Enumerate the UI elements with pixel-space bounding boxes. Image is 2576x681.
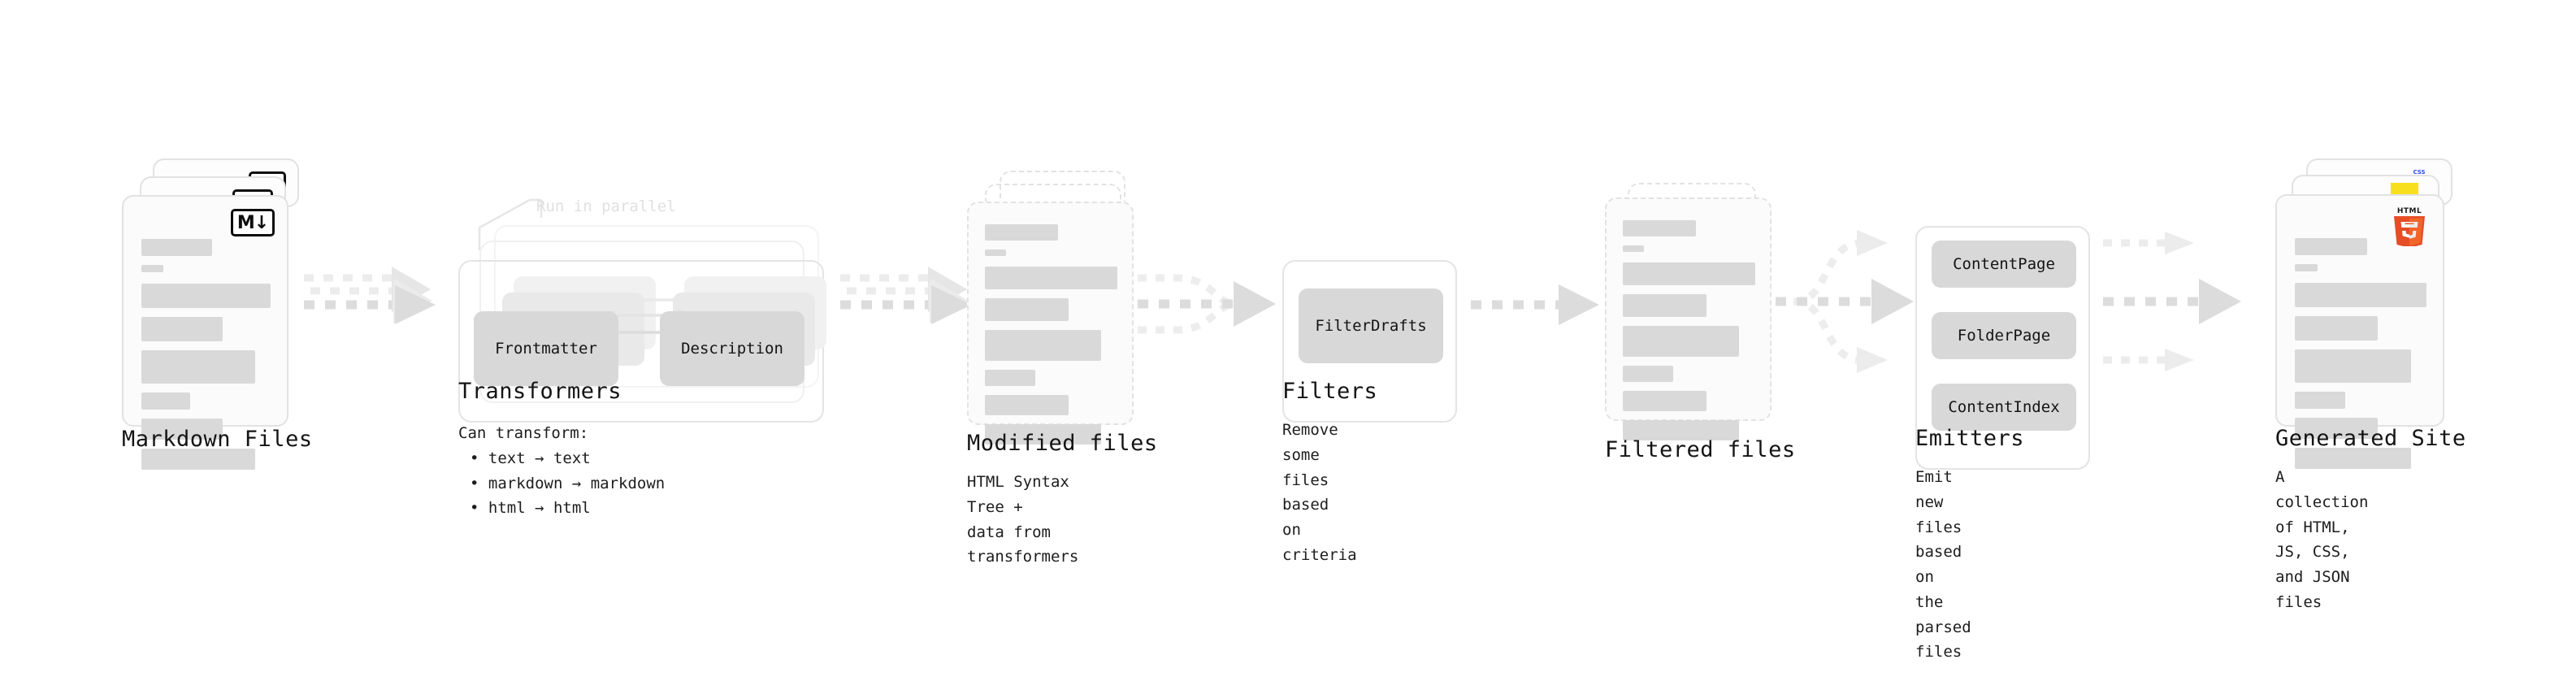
run-in-parallel-bracket xyxy=(478,195,583,252)
filtered-files-card-stack xyxy=(1605,183,1792,443)
skeleton-bar xyxy=(141,393,191,410)
skeleton-bar xyxy=(2295,392,2345,409)
generated-card-front: HTML xyxy=(2275,194,2444,469)
skeleton-bar xyxy=(2295,238,2368,255)
stage-title-markdown-files: Markdown Files xyxy=(122,427,313,452)
emitter-chip-label: ContentPage xyxy=(1953,255,2055,273)
markdown-files-card-stack: M↓ M↓ M↓ xyxy=(122,158,309,470)
skeleton-bar xyxy=(1623,294,1706,317)
skeleton-bar xyxy=(1623,366,1673,382)
skeleton-bar xyxy=(2295,264,2318,271)
modified-files-card-stack xyxy=(967,171,1154,445)
filters-description: Remove some files based on criteria xyxy=(1282,421,1357,564)
skeleton-bar xyxy=(985,298,1069,321)
skeleton-bar xyxy=(1623,220,1696,236)
stage-title-transformers: Transformers xyxy=(458,379,622,404)
emitters-description: Emit new files based on the parsed files xyxy=(1915,468,1971,661)
skeleton-bar xyxy=(1623,420,1740,440)
emitter-chip-contentindex[interactable]: ContentIndex xyxy=(1932,384,2076,431)
skeleton-bar xyxy=(141,284,271,308)
transformers-bullet: • text → text xyxy=(470,449,591,467)
filters-plugin-container: FilterDrafts xyxy=(1282,260,1457,423)
markdown-card-front: M↓ xyxy=(122,195,288,470)
transformer-chip-label: Frontmatter xyxy=(495,340,597,358)
emitter-chip-contentpage[interactable]: ContentPage xyxy=(1932,241,2076,288)
transformers-bullet: • html → html xyxy=(470,499,591,518)
skeleton-bars xyxy=(985,224,1117,453)
skeleton-bar xyxy=(985,267,1117,289)
filter-chip-filterdrafts[interactable]: FilterDrafts xyxy=(1299,288,1443,363)
emitter-chip-folderpage[interactable]: FolderPage xyxy=(1932,312,2076,359)
skeleton-bars xyxy=(2295,238,2426,478)
svg-text:CSS: CSS xyxy=(2413,169,2425,176)
svg-text:HTML: HTML xyxy=(2397,207,2422,215)
skeleton-bar xyxy=(985,370,1035,386)
emitters-plugin-container: ContentPage FolderPage ContentIndex xyxy=(1915,226,2090,470)
stage-title-emitters: Emitters xyxy=(1915,426,2025,451)
connector-transformers-to-modified xyxy=(837,260,983,349)
html5-icon: HTML xyxy=(2389,204,2430,248)
transformer-chip-description[interactable]: Description xyxy=(660,311,804,386)
filtered-card-front xyxy=(1605,197,1772,440)
skeleton-bar xyxy=(985,224,1058,241)
skeleton-bar xyxy=(985,330,1102,361)
skeleton-bar xyxy=(985,395,1069,415)
skeleton-bar xyxy=(1623,391,1706,411)
markdown-icon: M↓ xyxy=(231,209,275,236)
markdown-icon-label: M↓ xyxy=(236,212,269,233)
skeleton-bar xyxy=(1623,326,1740,357)
generated-site-card-stack: CSS HTML xyxy=(2275,158,2470,469)
stage-title-filtered-files: Filtered files xyxy=(1605,437,1796,462)
skeleton-bar xyxy=(141,419,223,440)
transformer-chip-frontmatter[interactable]: Frontmatter xyxy=(474,311,618,386)
modified-card-front xyxy=(967,202,1134,445)
skeleton-bar xyxy=(1623,245,1645,252)
skeleton-bar xyxy=(2295,316,2379,340)
skeleton-bar xyxy=(2295,349,2411,383)
stage-title-filters: Filters xyxy=(1282,379,1378,404)
skeleton-bars xyxy=(1623,220,1755,449)
connector-modified-to-filters-fan-in xyxy=(1138,244,1288,366)
connector-markdown-to-transformers xyxy=(301,260,447,349)
emitter-chip-label: FolderPage xyxy=(1957,327,2051,345)
transformers-bullet: • markdown → markdown xyxy=(470,474,666,492)
skeleton-bar xyxy=(985,249,1007,256)
skeleton-bar xyxy=(141,350,255,384)
skeleton-bar xyxy=(985,424,1102,445)
run-in-parallel-label: Run in parallel xyxy=(536,197,676,215)
skeleton-bar xyxy=(2295,418,2379,439)
skeleton-bar xyxy=(141,239,213,256)
skeleton-bar xyxy=(141,449,255,470)
skeleton-bars xyxy=(141,239,271,479)
filter-chip-label: FilterDrafts xyxy=(1315,317,1427,335)
transformer-chip-label: Description xyxy=(681,340,783,358)
modified-files-description: HTML Syntax Tree + data from transformer… xyxy=(967,473,1079,566)
emitter-chip-label: ContentIndex xyxy=(1948,398,2060,416)
connector-emitters-to-generated-site xyxy=(2103,230,2266,393)
skeleton-bar xyxy=(1623,262,1755,285)
skeleton-bar xyxy=(2295,448,2411,469)
skeleton-bar xyxy=(141,265,164,272)
stage-title-generated-site: Generated Site xyxy=(2275,426,2466,451)
stage-title-modified-files: Modified files xyxy=(967,431,1158,456)
skeleton-bar xyxy=(2295,283,2426,307)
transformers-desc-heading: Can transform: xyxy=(458,424,589,442)
skeleton-bar xyxy=(141,317,223,341)
connector-filtered-to-emitters-fan-out xyxy=(1776,230,1938,393)
connector-filters-to-filtered xyxy=(1471,276,1617,341)
transformers-description: Can transform: • text → text • markdown … xyxy=(458,421,665,521)
generated-site-description: A collection of HTML, JS, CSS, and JSON … xyxy=(2275,468,2369,611)
